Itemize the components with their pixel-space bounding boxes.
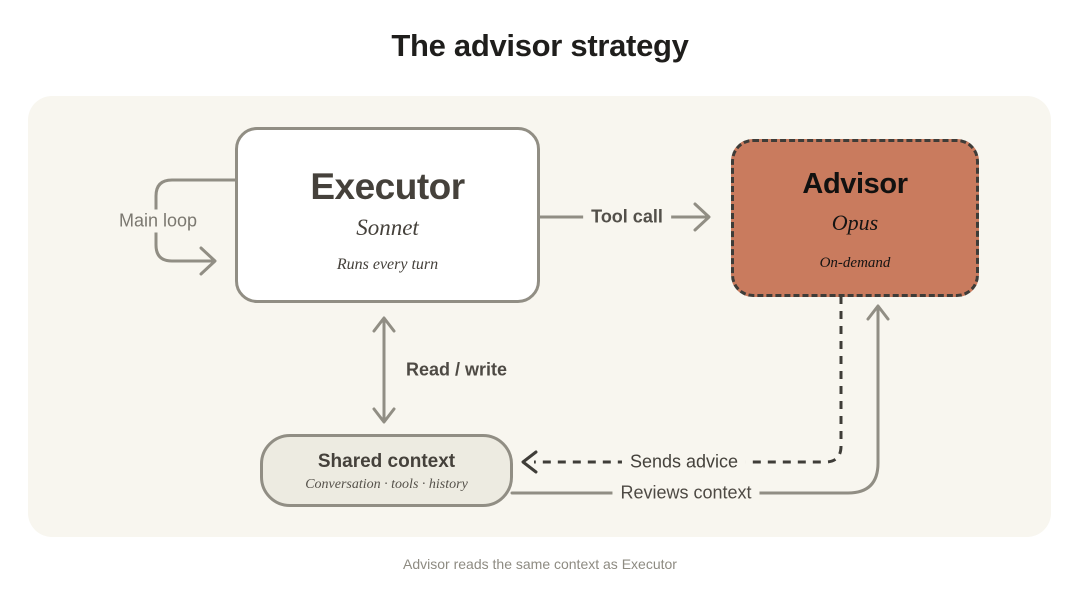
main-loop-label: Main loop [110,209,206,233]
node-advisor: Advisor Opus On-demand [731,139,979,297]
diagram-caption: Advisor reads the same context as Execut… [403,556,677,572]
sends-advice-label: Sends advice [621,450,747,474]
executor-model: Sonnet [356,215,419,240]
tool-call-label: Tool call [583,205,671,229]
reviews-context-label: Reviews context [612,481,760,505]
executor-note: Runs every turn [336,256,439,273]
shared-context-title: Shared context [317,451,456,472]
read-write-arrow [372,316,396,424]
advisor-note: On-demand [819,255,891,271]
read-write-label: Read / write [398,358,516,382]
node-executor: Executor Sonnet Runs every turn [235,127,540,303]
reviews-context-arrow [510,304,890,495]
sends-advice-arrow [521,296,843,474]
executor-title: Executor [310,166,465,207]
advisor-model: Opus [831,210,879,235]
diagram-title: The advisor strategy [391,28,689,63]
shared-context-subtitle: Conversation · tools · history [305,477,468,492]
advisor-title: Advisor [802,168,908,200]
node-shared-context: Shared context Conversation · tools · hi… [260,434,513,507]
